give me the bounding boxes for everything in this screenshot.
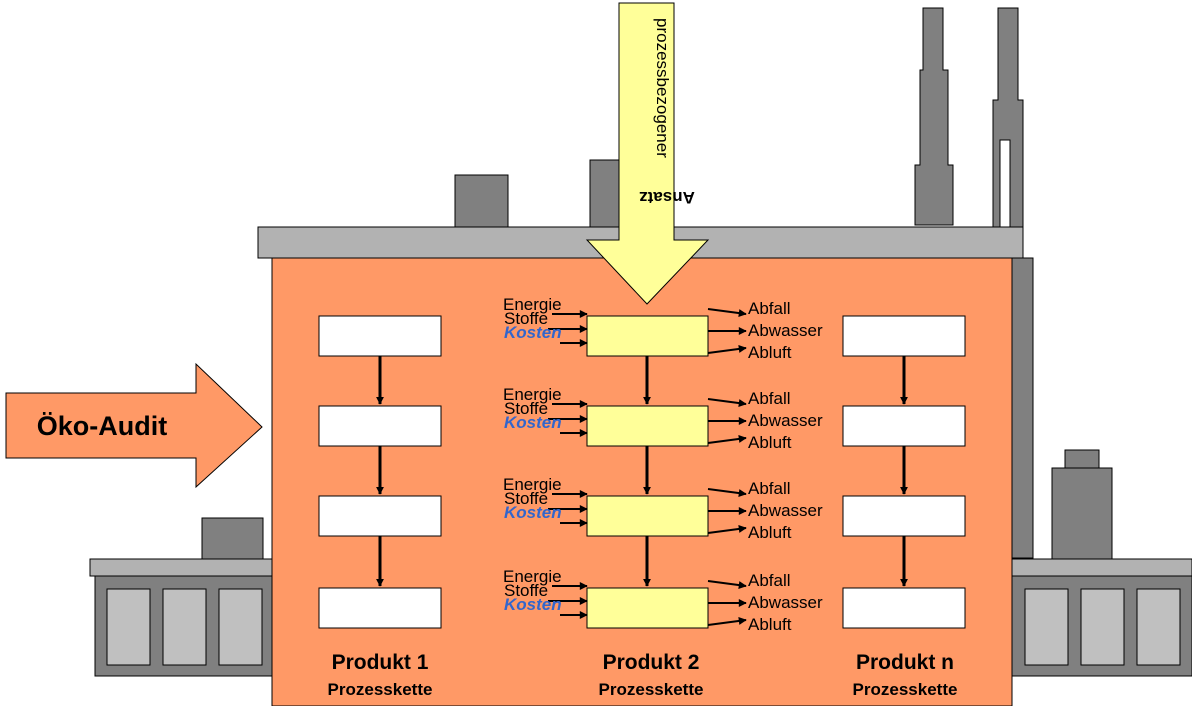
- product-n-name: Produkt n: [856, 651, 954, 674]
- output-label-wastewater: Abwasser: [748, 501, 823, 520]
- approach-label-line2: Ansatz: [639, 188, 695, 207]
- output-label-wastewater: Abwasser: [748, 411, 823, 430]
- product-2-name: Produkt 2: [603, 651, 700, 674]
- wing-window: [107, 589, 150, 665]
- process-box: [843, 406, 965, 446]
- chimney: [1065, 450, 1099, 468]
- wing-window: [1081, 589, 1124, 665]
- chimney: [202, 518, 263, 559]
- chimney: [915, 8, 953, 225]
- output-label-waste: Abfall: [748, 571, 791, 590]
- input-label-costs: Kosten: [504, 323, 562, 342]
- wing-window: [219, 589, 262, 665]
- process-step-box: [587, 588, 708, 628]
- input-label-costs: Kosten: [504, 413, 562, 432]
- product-2-chain: Prozesskette: [599, 680, 704, 699]
- left-wing: [90, 518, 272, 676]
- output-label-exhaust: Abluft: [748, 343, 792, 362]
- chimney: [1012, 258, 1033, 558]
- input-label-costs: Kosten: [504, 595, 562, 614]
- output-label-waste: Abfall: [748, 479, 791, 498]
- output-label-wastewater: Abwasser: [748, 321, 823, 340]
- approach-arrow: prozessbezogener Ansatz: [587, 3, 708, 304]
- product-1-name: Produkt 1: [332, 651, 429, 674]
- process-step-box: [587, 496, 708, 536]
- approach-label-line1: prozessbezogener: [653, 18, 672, 158]
- output-label-exhaust: Abluft: [748, 615, 792, 634]
- audit-label: Öko-Audit: [37, 411, 167, 441]
- chimney: [1052, 468, 1112, 559]
- wing-window: [1137, 589, 1180, 665]
- process-box: [843, 588, 965, 628]
- process-box: [843, 316, 965, 356]
- product-1-chain: Prozesskette: [328, 680, 433, 699]
- output-label-exhaust: Abluft: [748, 523, 792, 542]
- output-label-waste: Abfall: [748, 389, 791, 408]
- output-label-waste: Abfall: [748, 299, 791, 318]
- process-step-box: [587, 316, 708, 356]
- chimney: [993, 8, 1023, 230]
- process-box: [319, 406, 441, 446]
- product-n-chain: Prozesskette: [853, 680, 958, 699]
- process-box: [319, 316, 441, 356]
- output-label-wastewater: Abwasser: [748, 593, 823, 612]
- process-step-box: [587, 406, 708, 446]
- chimney: [455, 175, 508, 227]
- wing-window: [1025, 589, 1068, 665]
- output-label-exhaust: Abluft: [748, 433, 792, 452]
- process-box: [319, 496, 441, 536]
- wing-window: [163, 589, 206, 665]
- process-box: [319, 588, 441, 628]
- process-box: [843, 496, 965, 536]
- audit-arrow: Öko-Audit: [6, 364, 262, 487]
- input-label-costs: Kosten: [504, 503, 562, 522]
